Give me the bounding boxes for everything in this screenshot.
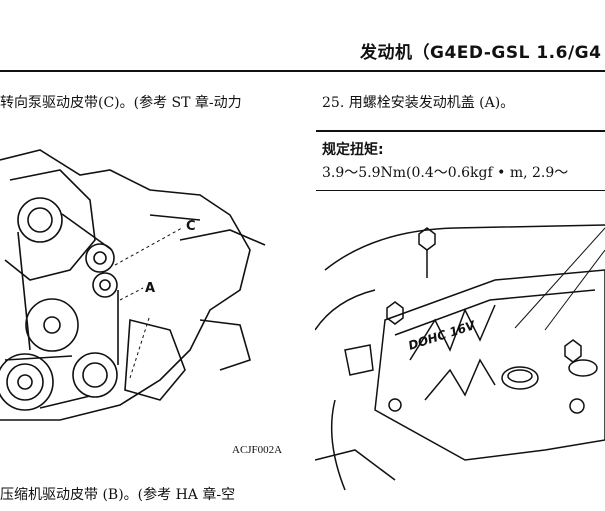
header-rule [0,70,605,72]
step-text-top: 转向泵驱动皮带(C)。(参考 ST 章-动力 [0,95,242,111]
figure-code: ACJF002A [232,444,283,456]
torque-label: 规定扭矩: [322,142,384,158]
torque-value: 3.9～5.9Nm(0.4～0.6kgf • m, 2.9～ [322,165,569,181]
cover-lettering: DOHC 16V [407,318,479,353]
torque-box-top-rule [316,130,605,132]
belt-drive-figure: C A [0,149,266,421]
engine-cover-figure: DOHC 16V [315,224,605,491]
callout-a: A [145,281,155,296]
step-25-text: 25. 用螺栓安装发动机盖 (A)。 [322,95,515,111]
step-text-bottom: 压缩机驱动皮带 (B)。(参考 HA 章-空 [0,487,236,503]
page-header-title: 发动机（G4ED-GSL 1.6/G4 [360,43,602,63]
torque-box-bottom-rule [316,190,605,191]
callout-c: C [186,219,196,234]
